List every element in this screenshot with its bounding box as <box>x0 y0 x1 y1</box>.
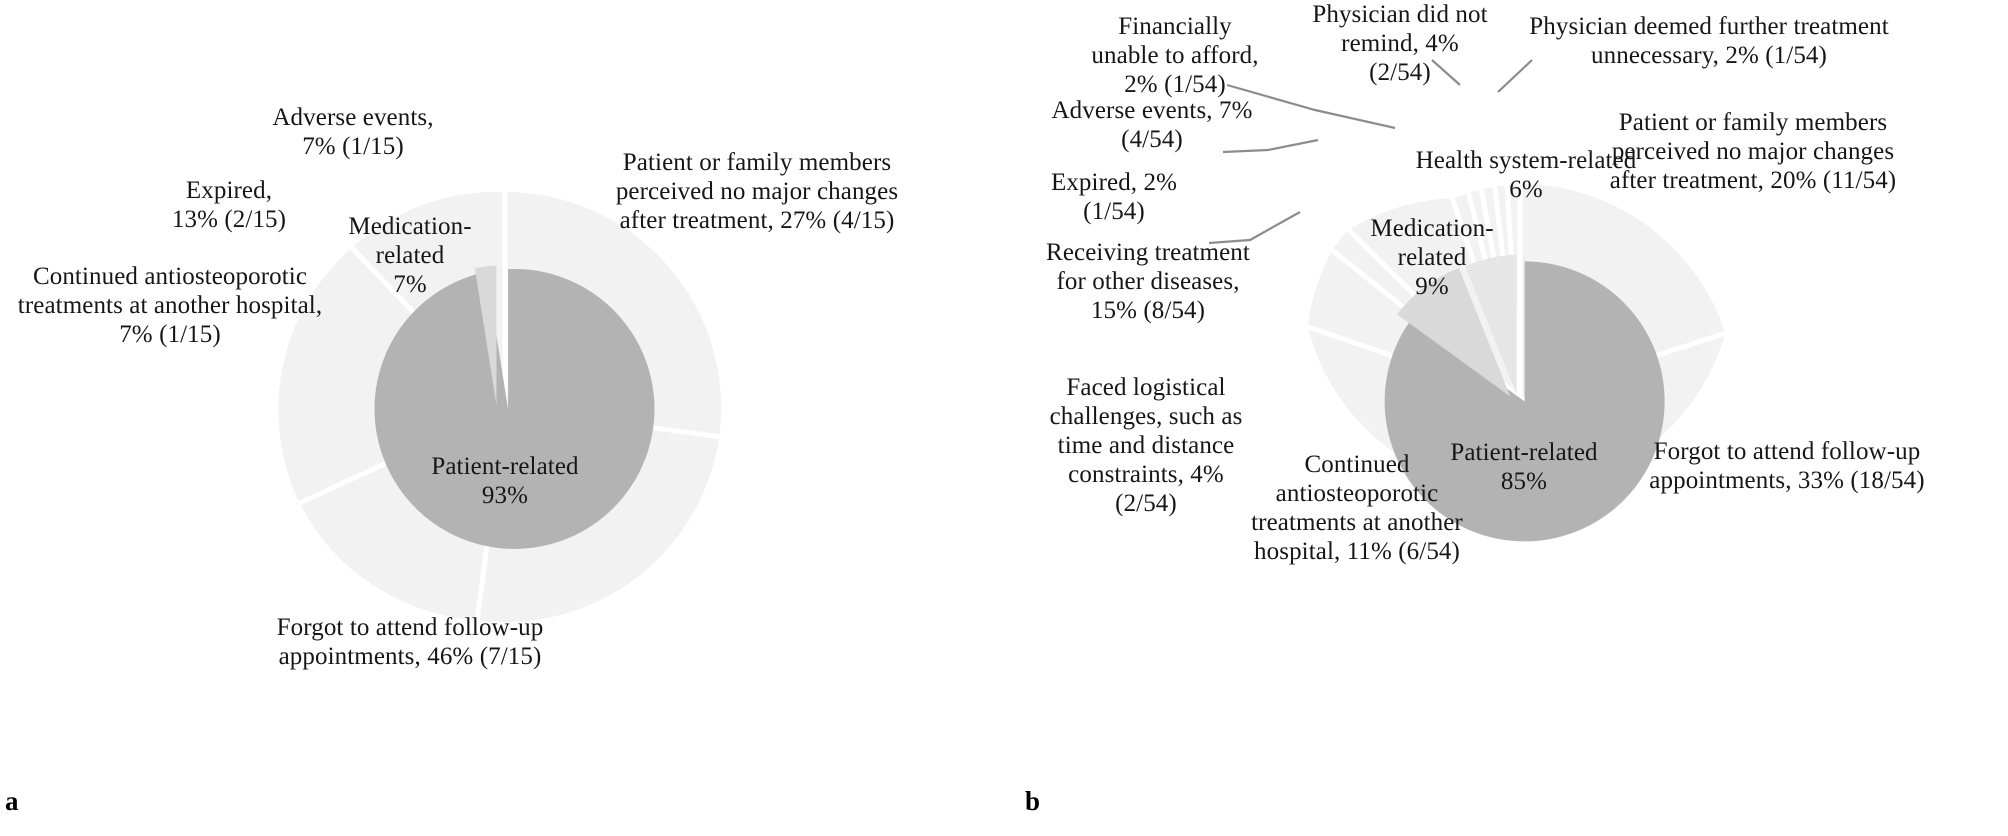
leader-lines-b <box>1208 59 1533 245</box>
inner-pie-b <box>1384 254 1665 542</box>
leader-line-physician-deemed-unnecessary <box>1497 59 1533 93</box>
outer-label-perceived-no-major-changes: Patient or family members perceived no m… <box>1609 109 1897 194</box>
inner-label-patient-related: Patient-related 85% <box>1450 439 1598 495</box>
pie-chart-b <box>1208 59 1728 542</box>
outer-label-expired: Expired, 2% (1/54) <box>1050 169 1178 225</box>
outer-label-financially-unable-to-afford: Financially unable to afford, 2% (1/54) <box>1091 13 1259 98</box>
inner-label-health-system-related: Health system-related 6% <box>1415 147 1637 203</box>
outer-label-perceived-no-major-changes: Patient or family members perceived no m… <box>615 149 899 234</box>
pie-chart-a <box>278 190 722 623</box>
outer-label-forgot-followup: Forgot to attend follow-up appointments,… <box>276 614 544 670</box>
leader-line-adverse-events <box>1222 138 1319 154</box>
outer-label-faced-logistical-challenges: Faced logistical challenges, such as tim… <box>1049 374 1243 517</box>
inner-pie-a <box>374 265 655 549</box>
panel-a: Patient-related 93% Medication- related … <box>5 104 899 816</box>
inner-label-medication-related: Medication- related 9% <box>1370 215 1494 300</box>
outer-label-physician-did-not-remind: Physician did not remind, 4% (2/54) <box>1312 1 1488 86</box>
outer-label-continued-antiosteoporotic: Continued antiosteoporotic treatments at… <box>17 263 323 348</box>
panel-b: Patient-related 85% Medication- related … <box>1004 0 2008 836</box>
inner-slice-patient-related[interactable] <box>374 268 655 549</box>
inner-slice-patient-related[interactable] <box>1384 261 1665 542</box>
outer-label-forgot-followup: Forgot to attend follow-up appointments,… <box>1649 438 1925 494</box>
outer-label-physician-deemed-unnecessary: Physician deemed further treatment unnec… <box>1529 13 1889 69</box>
inner-slice-health-system-related[interactable] <box>1465 254 1517 395</box>
outer-label-adverse-events: Adverse events, 7% (1/15) <box>272 104 434 160</box>
outer-label-expired: Expired, 13% (2/15) <box>171 177 287 233</box>
inner-slice-medication-related[interactable] <box>474 265 497 406</box>
inner-label-patient-related: Patient-related 93% <box>431 453 579 509</box>
outer-label-receiving-treatment-other-diseases: Receiving treatment for other diseases, … <box>1046 239 1250 324</box>
leader-line-physician-did-not-remind <box>1431 59 1461 86</box>
leader-line-financially-unable-to-afford <box>1226 83 1396 130</box>
leader-line-expired <box>1208 211 1301 245</box>
outer-label-adverse-events: Adverse events, 7% (4/54) <box>1051 97 1253 153</box>
panel-letter-b: b <box>1025 786 1041 816</box>
inner-label-medication-related: Medication- related 7% <box>348 213 472 298</box>
outer-label-continued-antiosteoporotic: Continued antiosteoporotic treatments at… <box>1251 451 1463 565</box>
inner-slice-medication-related[interactable] <box>1397 268 1511 397</box>
panel-letter-a: a <box>5 786 19 816</box>
